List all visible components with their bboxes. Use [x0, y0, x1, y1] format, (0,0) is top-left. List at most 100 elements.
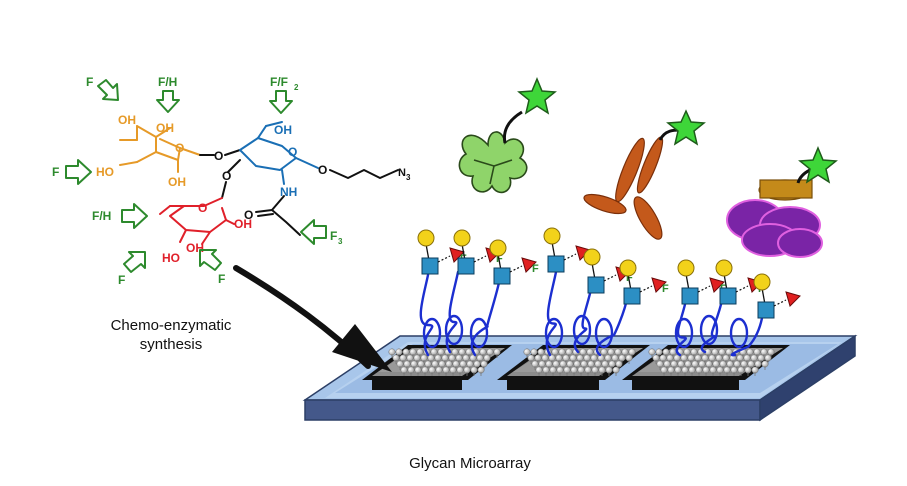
linker-loop	[422, 317, 442, 349]
galactose-symbol	[583, 248, 601, 266]
protein-fluorescent-star	[798, 146, 838, 184]
linker-loop	[729, 317, 749, 349]
site-arrow-gal-6	[97, 79, 119, 101]
site-arrow-fuc-5	[121, 203, 148, 229]
fucose-bond	[735, 285, 749, 293]
glcnac-symbol	[623, 287, 641, 305]
galactose-symbol	[453, 229, 471, 247]
fluorine-label: F	[626, 272, 633, 284]
site-label-ff2: F/F	[270, 75, 288, 89]
glycan-structure: OH OH HO OH O O OH O NH O N 3 O O O OH O…	[96, 113, 411, 265]
glcnac-ring-o: O	[288, 145, 297, 159]
antibody-probe	[583, 109, 706, 240]
linker-loop	[444, 314, 464, 346]
gal-ho-3: HO	[96, 165, 114, 179]
synthesis-label-line1: Chemo-enzymatic	[111, 317, 232, 334]
gal-oh-6: OH	[156, 121, 174, 135]
synthesis-label-line2: synthesis	[140, 336, 203, 353]
site-label-f-2: F	[52, 165, 59, 179]
linker-loop	[674, 317, 694, 349]
fucose-bond	[639, 285, 653, 293]
fucose-bond	[603, 274, 617, 282]
microarray-slide	[302, 334, 858, 422]
array-caption: Glycan Microarray	[409, 455, 531, 472]
linker-loop	[544, 317, 564, 349]
site-arrow-gal-3	[65, 159, 92, 185]
fucose-bond	[773, 299, 787, 307]
azide-subscript: 3	[406, 173, 411, 182]
glcnac-symbol	[547, 255, 565, 273]
glcnac-oh-6: OH	[274, 123, 292, 137]
linker-chain	[573, 283, 594, 354]
fluorination-sites: F F/H F/F 2 F F/H F 3 F F	[52, 75, 343, 287]
fucose-ring	[159, 197, 235, 245]
synthesis-arrowhead	[332, 324, 392, 372]
glcnac-symbol	[421, 257, 439, 275]
site-label-fh-1: F/H	[158, 75, 177, 89]
site-label-f3-sub: 3	[338, 237, 343, 246]
glcnac-symbol	[757, 301, 775, 319]
fucose-bond	[437, 255, 451, 263]
site-label-f-1: F	[86, 75, 93, 89]
glycosidic-o-3: O	[222, 169, 231, 183]
surface-molecules	[388, 348, 775, 376]
fuc-oh-2: OH	[234, 217, 252, 231]
galactose-symbol	[619, 259, 637, 277]
glcnac-symbol	[681, 287, 699, 305]
immobilized-glycans: FFFFFFFF	[417, 227, 801, 319]
gal-oh-4: OH	[118, 113, 136, 127]
lectin-fluorescent-star	[517, 77, 557, 115]
protein-probe	[726, 146, 838, 258]
gal-ring-o: O	[175, 141, 184, 155]
glycosidic-o-1: O	[214, 149, 223, 163]
antibody-fluorescent-star	[666, 109, 706, 146]
linker-chain	[675, 298, 688, 357]
lectin-probe	[458, 77, 557, 194]
galactose-symbol	[489, 239, 507, 257]
fucose-symbol	[651, 277, 667, 293]
fuc-ring-o: O	[198, 201, 207, 215]
glcnac-symbol	[587, 276, 605, 294]
fucose-symbol	[709, 277, 725, 293]
linker-chain	[700, 298, 724, 354]
linker-chain	[595, 293, 630, 357]
site-label-f-4: F	[218, 272, 225, 286]
glucosamine-ring	[239, 121, 319, 185]
fluorine-label: F	[532, 263, 539, 275]
site-label-ff2-sub: 2	[294, 83, 299, 92]
galactose-symbol	[417, 229, 435, 247]
galactose-symbol	[753, 273, 771, 291]
galactose-ring	[119, 125, 201, 173]
fucose-bond	[473, 255, 487, 263]
site-arrow-fuc-4	[123, 251, 146, 273]
site-label-fh-2: F/H	[92, 209, 111, 223]
fucose-symbol	[521, 257, 537, 273]
site-label-f-3: F	[118, 273, 125, 287]
fuc-ho-4: HO	[162, 251, 180, 265]
fuc-oh-3: OH	[186, 241, 204, 255]
site-arrow-fuc-3	[199, 249, 222, 271]
linker-loop	[469, 317, 489, 349]
glcnac-symbol	[457, 257, 475, 275]
site-label-f3: F	[330, 229, 337, 243]
gal-oh-2: OH	[168, 175, 186, 189]
fucose-bond	[697, 285, 711, 293]
linker-loop	[572, 314, 592, 346]
fucose-symbol	[449, 247, 465, 263]
site-arrow-gal-4	[156, 90, 180, 113]
fucose-symbol	[785, 291, 801, 307]
site-arrow-acetyl	[300, 219, 327, 245]
site-arrow-glcnac-6	[269, 90, 293, 114]
fluorine-label: F	[662, 283, 669, 295]
fucose-bond	[509, 265, 523, 273]
glcnac-symbol	[719, 287, 737, 305]
linker-chain	[730, 316, 764, 357]
azide-label: N	[398, 167, 406, 179]
glcnac-symbol	[493, 267, 511, 285]
linker-chains	[419, 270, 764, 357]
galactose-symbol	[543, 227, 561, 245]
galactose-symbol	[677, 259, 695, 277]
linker-loop	[699, 314, 719, 346]
glycosidic-o-2: O	[318, 163, 327, 177]
